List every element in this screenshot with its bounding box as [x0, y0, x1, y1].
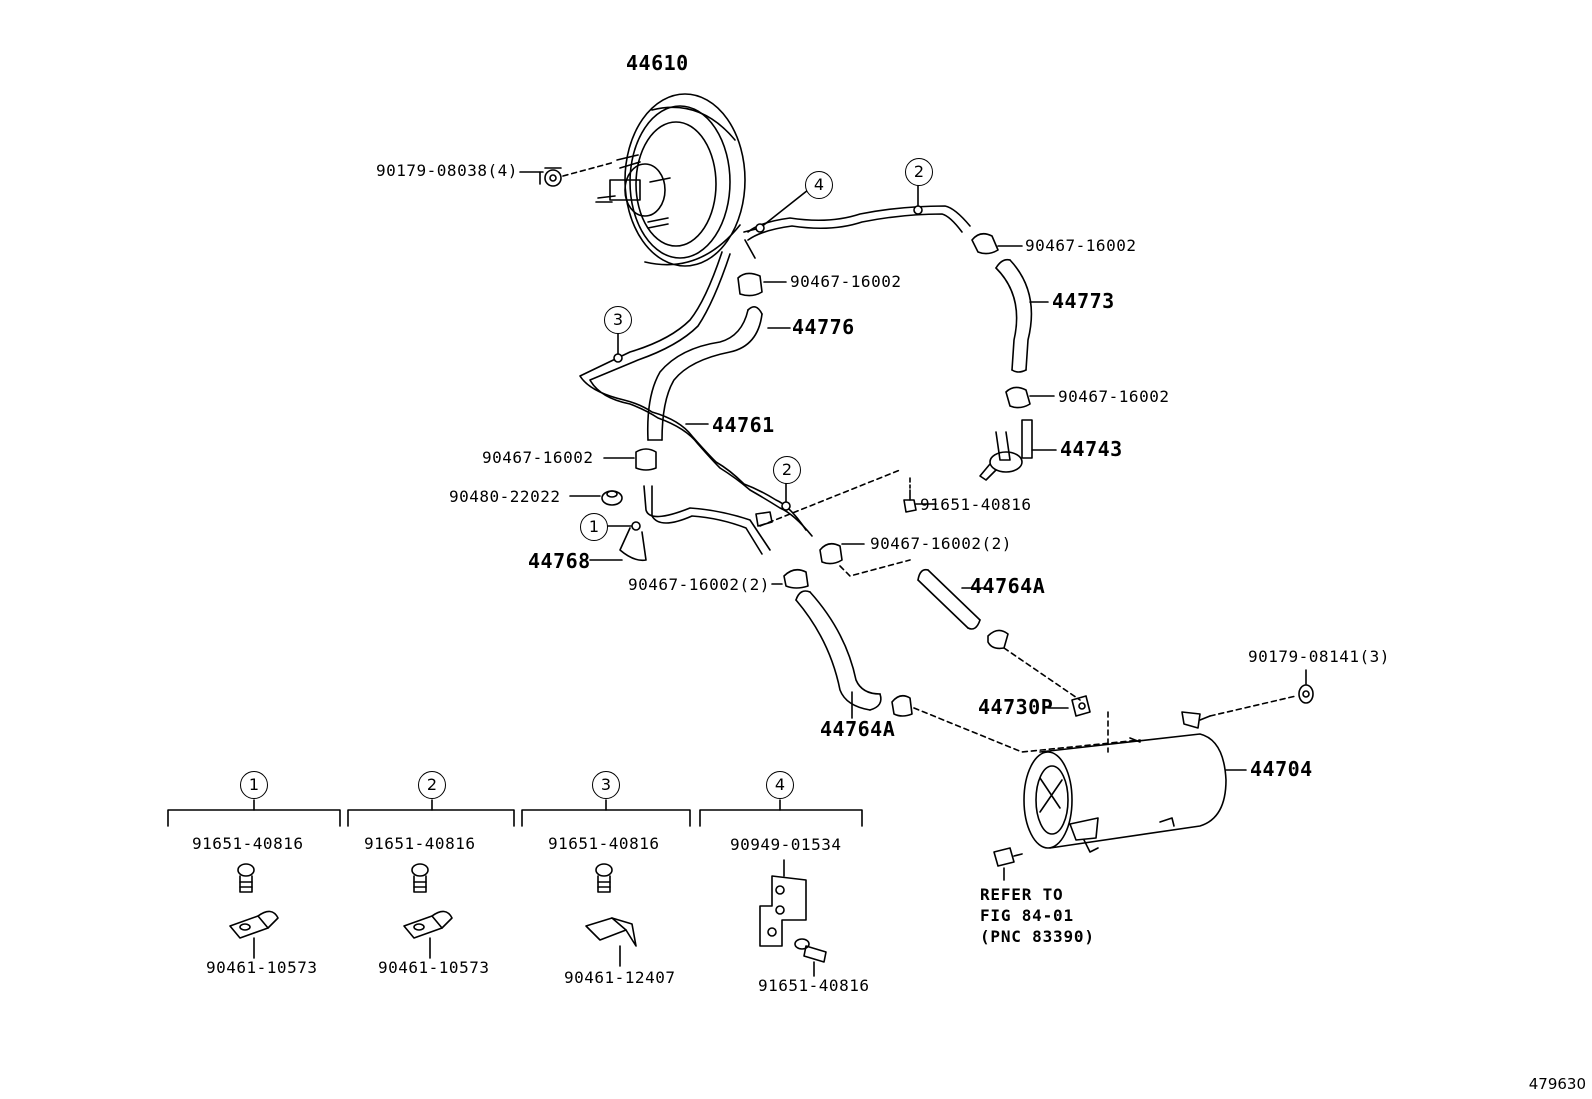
- callout-2-top: 2: [905, 158, 933, 186]
- pipe-44768-drawing: [589, 485, 773, 562]
- label-44768: 44768: [528, 549, 591, 573]
- hose-44776-drawing: [646, 306, 791, 441]
- grommet-90480-drawing: [569, 490, 623, 506]
- label-44743: 44743: [1060, 437, 1123, 461]
- hose-clamp-drawing-e: [819, 542, 911, 577]
- detail-2-callout: 2: [418, 771, 446, 799]
- detail-3-parts: [585, 863, 637, 967]
- detail-1-parts: [229, 863, 279, 959]
- label-90467-16002-a: 90467-16002: [1025, 236, 1137, 255]
- hose-clamp-drawing-d: [603, 448, 657, 471]
- detail-1-callout: 1: [240, 771, 268, 799]
- hose-clamp-drawing-g: [771, 568, 809, 589]
- callout-3: 3: [604, 306, 632, 334]
- label-44730p: 44730P: [978, 695, 1054, 719]
- vacuum-pipe-upper-right: [747, 185, 971, 241]
- detail-4-parts: [759, 859, 827, 977]
- hose-clamp-drawing-b: [1005, 386, 1055, 409]
- detail-4-bolt-label: 91651-40816: [758, 976, 870, 995]
- label-90179-08141: 90179-08141(3): [1248, 647, 1390, 666]
- callout-1: 1: [580, 513, 608, 541]
- valve-44743-drawing: [979, 419, 1057, 481]
- label-44773: 44773: [1052, 289, 1115, 313]
- detail-2-clip-label: 90461-10573: [378, 958, 490, 977]
- refer-note-line-1: REFER TO: [980, 885, 1064, 904]
- brake-booster-drawing: [595, 93, 761, 267]
- detail-brackets: [167, 799, 863, 827]
- label-44761: 44761: [712, 413, 775, 437]
- hose-44764a-left-drawing: [795, 590, 882, 719]
- hose-clamp-drawing-f: [987, 629, 1081, 701]
- label-90467-16002-2-left: 90467-16002(2): [628, 575, 770, 594]
- hose-clamp-drawing-a: [971, 232, 1023, 255]
- hose-clamp-drawing-h: [891, 694, 1141, 753]
- callout-4-top: 4: [805, 171, 833, 199]
- nut-90179-08141-drawing: [1209, 669, 1314, 717]
- refer-note-line-2: FIG 84-01: [980, 906, 1074, 925]
- refer-note-line-3: (PNC 83390): [980, 927, 1095, 946]
- label-44764a-right: 44764A: [970, 574, 1046, 598]
- detail-1-bolt-label: 91651-40816: [192, 834, 304, 853]
- illustration-id: 479630: [1528, 1075, 1586, 1093]
- refer-note: REFER TO FIG 84-01 (PNC 83390): [980, 884, 1095, 947]
- label-90480-22022: 90480-22022: [449, 487, 561, 506]
- detail-2-bolt-label: 91651-40816: [364, 834, 476, 853]
- label-44610: 44610: [626, 51, 689, 75]
- detail-2-parts: [403, 863, 453, 959]
- label-44776: 44776: [792, 315, 855, 339]
- label-44704: 44704: [1250, 757, 1313, 781]
- label-90467-16002-2-right: 90467-16002(2): [870, 534, 1012, 553]
- detail-4-callout: 4: [766, 771, 794, 799]
- label-90179-08038: 90179-08038(4): [376, 161, 518, 180]
- callout-2-middle: 2: [773, 456, 801, 484]
- pipe-44761-drawing: [579, 251, 813, 537]
- bolt-91651-drawing: [759, 469, 937, 527]
- vacuum-tank-44704-drawing: [1023, 711, 1247, 853]
- detail-3-clip-label: 90461-12407: [564, 968, 676, 987]
- detail-1-clip-label: 90461-10573: [206, 958, 318, 977]
- label-44764a-left: 44764A: [820, 717, 896, 741]
- hose-clamp-drawing-c: [737, 272, 787, 297]
- tank-fitting-drawing: [993, 847, 1023, 881]
- hose-44773-drawing: [995, 258, 1049, 373]
- label-91651-40816-main: 91651-40816: [920, 495, 1032, 514]
- label-90467-16002-d: 90467-16002: [482, 448, 594, 467]
- bracket-44730p-drawing: [1047, 695, 1091, 717]
- hose-44764a-right-drawing: [917, 568, 985, 630]
- label-90467-16002-b: 90467-16002: [790, 272, 902, 291]
- detail-4-clip-label: 90949-01534: [730, 835, 842, 854]
- nut-90179-08038-drawing: [519, 161, 616, 187]
- detail-3-bolt-label: 91651-40816: [548, 834, 660, 853]
- detail-3-callout: 3: [592, 771, 620, 799]
- label-90467-16002-c: 90467-16002: [1058, 387, 1170, 406]
